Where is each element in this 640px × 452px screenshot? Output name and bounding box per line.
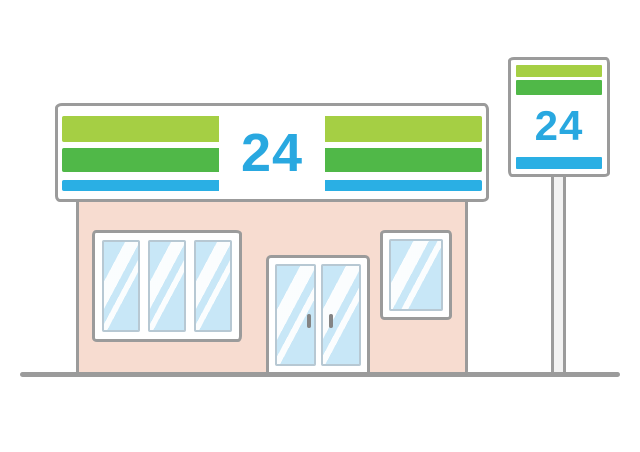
pole-sign-24-area: 24 [516, 95, 602, 157]
window-pane [389, 239, 443, 311]
pole-sign-stripe-yellow-green [516, 65, 602, 77]
window-pane [194, 240, 232, 332]
door-handle-right [329, 314, 333, 328]
door-panel-right [320, 264, 361, 366]
pole-sign-24-text: 24 [534, 102, 584, 149]
sign-24-text: 24 [240, 122, 304, 183]
pole-sign: 24 [508, 57, 610, 177]
entrance-door [266, 255, 370, 375]
pole-sign-stripe-cyan [516, 157, 602, 169]
door-handle-left [307, 314, 311, 328]
window-pane [148, 240, 186, 332]
pole-sign-stripe-green [516, 80, 602, 95]
window-pane [102, 240, 140, 332]
storefront-sign-band: 24 [55, 103, 489, 202]
right-window [380, 230, 452, 320]
left-window [92, 230, 242, 342]
sign-24-badge: 24 [219, 106, 325, 199]
